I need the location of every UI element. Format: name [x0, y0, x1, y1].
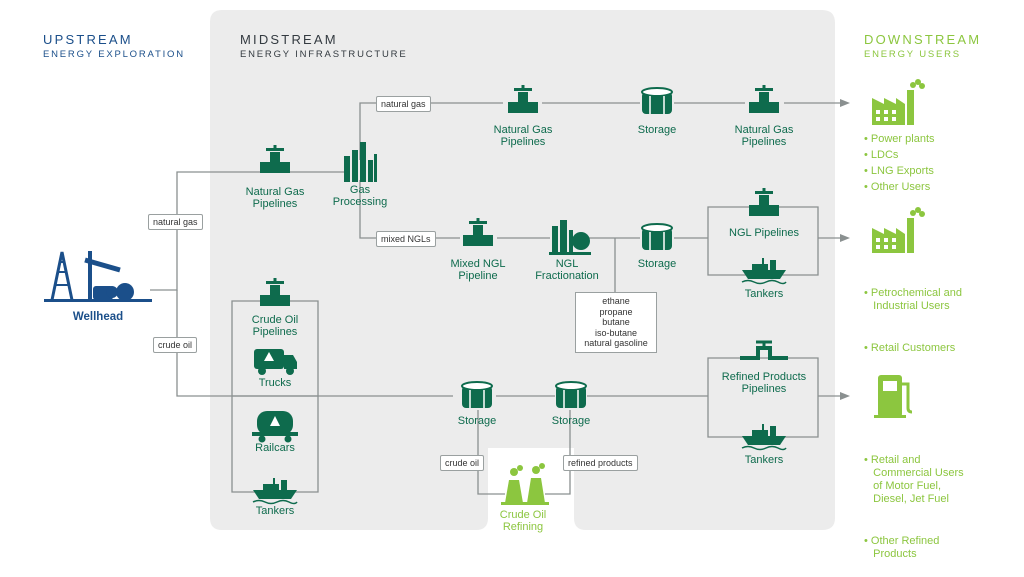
- midstream-panel: [210, 10, 835, 530]
- valve-icon-ng-top-right: [749, 85, 779, 113]
- ng-pipelines-top-right-label: Natural Gas Pipelines: [734, 124, 794, 148]
- crude-oil-refining-label: Crude Oil Refining: [499, 509, 547, 533]
- storage-top-label: Storage: [637, 124, 677, 136]
- storage-crude-2-label: Storage: [551, 415, 591, 427]
- ngl-fractionation-label: NGL Fractionation: [535, 258, 599, 282]
- tag-crude-oil-left: crude oil: [153, 337, 198, 353]
- ngl-pipelines-label: NGL Pipelines: [729, 227, 799, 239]
- railcar-icon: [252, 411, 298, 443]
- list-item: • Retail Customers: [864, 342, 956, 354]
- truck-icon: [254, 349, 297, 375]
- tanker-icon-crude: [252, 478, 298, 505]
- wellhead-icon: [44, 251, 152, 302]
- tanker-icon-refined: [741, 424, 787, 451]
- upstream-subtitle: ENERGY EXPLORATION: [43, 49, 185, 60]
- ng-pipelines-top-label: Natural Gas Pipelines: [493, 124, 553, 148]
- list-item: • Petrochemical and Industrial Users: [864, 287, 963, 312]
- downstream-list-retail: • Retail and Commercial Users of Motor F…: [864, 428, 964, 577]
- factory-icon-power: [872, 79, 925, 125]
- storage-tank-icon-mid: [641, 223, 673, 250]
- downstream-list-petrochemical: • Petrochemical and Industrial Users • R…: [864, 261, 962, 371]
- tankers-crude-label: Tankers: [255, 505, 295, 517]
- ngl-product-item: butane: [602, 317, 630, 327]
- ngl-product-item: natural gasoline: [584, 338, 648, 348]
- downstream-title: DOWNSTREAM: [864, 32, 982, 47]
- ngl-fractionation-icon: [549, 220, 591, 255]
- tag-natural-gas-left: natural gas: [148, 214, 203, 230]
- tag-refined-products: refined products: [563, 455, 638, 471]
- refined-products-pipelines-label: Refined Products Pipelines: [721, 371, 807, 395]
- valve-icon-ngl-pipelines: [749, 188, 779, 216]
- tankers-ngl-label: Tankers: [744, 288, 784, 300]
- downstream-list-power: • Power plants • LDCs • LNG Exports • Ot…: [864, 133, 935, 197]
- storage-tank-icon-top: [641, 87, 673, 114]
- diagram-canvas: [44, 10, 925, 530]
- ng-pipelines-left-label: Natural Gas Pipelines: [245, 186, 305, 210]
- valve-icon-ng-top: [508, 85, 538, 113]
- tag-crude-oil-bottom: crude oil: [440, 455, 485, 471]
- upstream-title: UPSTREAM: [43, 32, 133, 47]
- ngl-product-item: ethane: [602, 296, 630, 306]
- list-item: • Retail and Commercial Users of Motor F…: [864, 454, 964, 505]
- ngl-product-item: propane: [599, 306, 633, 317]
- tag-natural-gas-top: natural gas: [376, 96, 431, 112]
- valve-icon-refined-products: [740, 340, 788, 360]
- downstream-subtitle: ENERGY USERS: [864, 49, 961, 60]
- list-item: • Other Users: [864, 181, 931, 193]
- list-item: • Power plants: [864, 133, 935, 145]
- upstream-header: UPSTREAM ENERGY EXPLORATION: [43, 32, 185, 60]
- valve-icon-crude-oil: [260, 278, 290, 306]
- storage-tank-icon-crude-1: [461, 381, 493, 408]
- list-item: • LDCs: [864, 149, 899, 161]
- tankers-refined-label: Tankers: [744, 454, 784, 466]
- list-item: • LNG Exports: [864, 165, 934, 177]
- storage-crude-1-label: Storage: [457, 415, 497, 427]
- fuel-pump-icon: [874, 375, 913, 418]
- storage-mid-label: Storage: [637, 258, 677, 270]
- midstream-subtitle: ENERGY INFRASTRUCTURE: [240, 49, 408, 60]
- midstream-header: MIDSTREAM ENERGY INFRASTRUCTURE: [240, 32, 407, 60]
- gas-processing-icon: [344, 142, 377, 182]
- refinery-icon: [501, 463, 549, 505]
- railcars-label: Railcars: [255, 442, 295, 454]
- ngl-products-box: ethane propane butane iso-butane natural…: [575, 292, 657, 353]
- trucks-label: Trucks: [258, 377, 292, 389]
- crude-oil-pipelines-label: Crude Oil Pipelines: [251, 314, 299, 338]
- valve-icon-ng-left: [260, 145, 290, 173]
- wellhead-label: Wellhead: [72, 311, 124, 323]
- gas-processing-label: Gas Processing: [332, 184, 388, 208]
- valve-icon-mixed-ngl: [463, 218, 493, 246]
- downstream-header: DOWNSTREAM ENERGY USERS: [864, 32, 981, 60]
- tag-mixed-ngls: mixed NGLs: [376, 231, 436, 247]
- factory-icon-petrochemical: [872, 207, 925, 253]
- midstream-title: MIDSTREAM: [240, 32, 338, 47]
- list-item: • Other Refined Products: [864, 535, 940, 560]
- storage-tank-icon-crude-2: [555, 381, 587, 408]
- ngl-product-item: iso-butane: [594, 327, 638, 338]
- arrow-heads: [840, 99, 850, 400]
- mixed-ngl-pipeline-label: Mixed NGL Pipeline: [450, 258, 506, 282]
- tanker-icon-ngl: [741, 258, 787, 285]
